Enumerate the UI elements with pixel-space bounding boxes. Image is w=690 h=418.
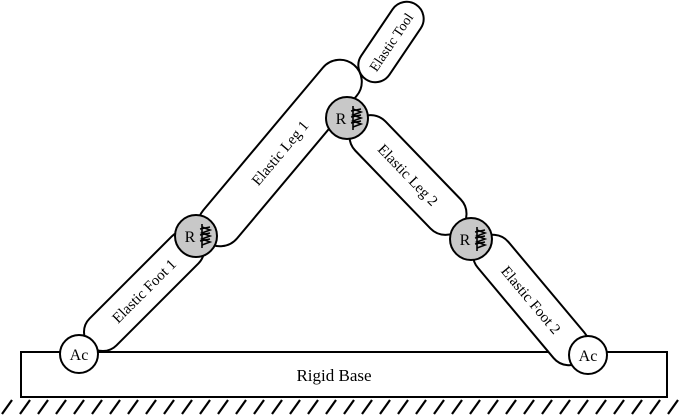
- spring-icon: [350, 106, 364, 130]
- actuator-joint-left-body: [59, 334, 99, 374]
- revolute-joint-top-label: R: [336, 111, 347, 128]
- revolute-joint-top-body: [325, 96, 369, 140]
- revolute-joint-left-body: [174, 214, 218, 258]
- rigid-base-label: Rigid Base: [296, 366, 371, 385]
- actuator-joint-right-body: [568, 335, 608, 375]
- revolute-joint-top: R: [325, 96, 369, 140]
- actuator-joint-right-label: Ac: [579, 348, 598, 365]
- revolute-joint-right: R: [449, 217, 493, 261]
- revolute-joint-left-label: R: [185, 229, 196, 246]
- revolute-joint-right-label: R: [460, 232, 471, 249]
- spring-icon: [474, 227, 488, 251]
- elastic-tool-link: Elastic Tool: [357, 0, 425, 84]
- revolute-joint-right-body: [449, 217, 493, 261]
- actuator-joint-left: Ac: [59, 334, 99, 374]
- actuator-joint-right: Ac: [568, 335, 608, 375]
- elastic-leg-1-link: Elastic Leg 1: [197, 58, 363, 248]
- spring-icon: [199, 224, 213, 248]
- revolute-joint-left: R: [174, 214, 218, 258]
- ground-hatch: [1, 399, 679, 415]
- actuator-joint-left-label: Ac: [70, 347, 89, 364]
